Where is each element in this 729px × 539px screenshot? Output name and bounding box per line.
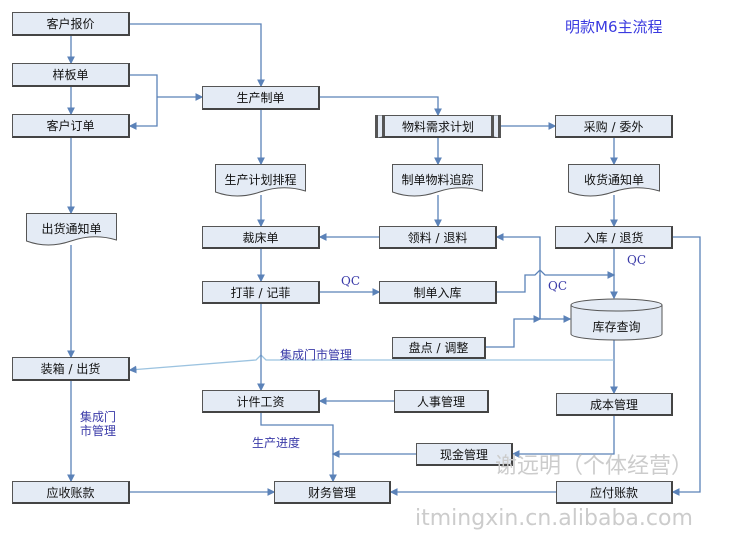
node-inventory-label: 库存查询 <box>592 320 641 334</box>
label-qc-3: QC <box>627 253 647 267</box>
node-quote: 客户报价 <box>12 12 130 36</box>
label-qc-2: QC <box>548 279 568 293</box>
label-qc-1: QC <box>341 274 361 288</box>
node-cash: 现金管理 <box>416 443 513 466</box>
watermark-name: 谢远明（个体经营） <box>495 454 694 479</box>
node-schedule-label: 生产计划排程 <box>224 173 297 187</box>
node-issue-return: 领料 / 退料 <box>379 226 497 249</box>
node-ship-notice-label: 出货通知单 <box>41 222 102 236</box>
node-tracking: 制单物料追踪 <box>392 164 483 197</box>
node-schedule: 生产计划排程 <box>215 164 306 197</box>
node-mrp: 物料需求计划 <box>375 115 501 138</box>
node-payable: 应付账款 <box>556 481 673 504</box>
label-store-vertical: 集成门市管理 <box>80 410 117 438</box>
node-order-stock-in: 制单入库 <box>379 281 497 304</box>
node-purchase: 采购 / 委外 <box>555 115 673 138</box>
node-ship-notice: 出货通知单 <box>26 213 117 246</box>
node-stock-in-return: 入库 / 退货 <box>555 226 673 249</box>
node-tracking-label: 制单物料追踪 <box>401 173 474 187</box>
label-store-horizontal: 集成门市管理 <box>280 348 353 362</box>
node-inventory: 库存查询 <box>570 298 663 342</box>
node-hr: 人事管理 <box>394 390 489 413</box>
node-receivable: 应收账款 <box>12 481 130 504</box>
node-production-order: 生产制单 <box>202 86 320 110</box>
node-cost: 成本管理 <box>556 393 673 416</box>
node-cutting: 裁床单 <box>202 226 320 249</box>
node-receive-notice-label: 收货通知单 <box>583 173 644 187</box>
node-pack-ship: 装箱 / 出货 <box>12 357 130 381</box>
node-piece-wage: 计件工资 <box>202 390 320 413</box>
diagram-title: 明款M6主流程 <box>565 18 663 36</box>
node-receive-notice: 收货通知单 <box>568 164 660 197</box>
node-order: 客户订单 <box>12 114 130 138</box>
node-finance: 财务管理 <box>274 481 391 504</box>
node-sample: 样板单 <box>12 63 130 87</box>
node-count-adjust: 盘点 / 调整 <box>392 337 486 359</box>
watermark-url: itmingxin.cn.alibaba.com <box>415 506 693 531</box>
node-ticket: 打菲 / 记菲 <box>202 281 320 304</box>
label-progress: 生产进度 <box>252 436 301 450</box>
